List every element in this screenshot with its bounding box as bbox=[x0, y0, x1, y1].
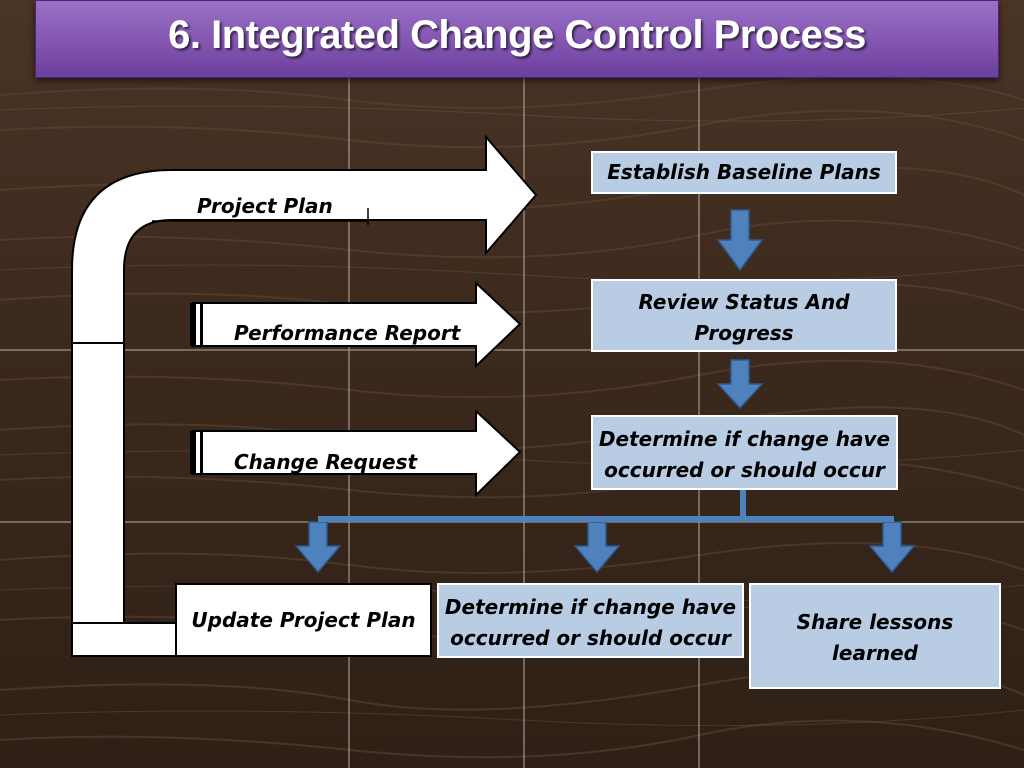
determine-change-box: Determine if change have occurred or sho… bbox=[591, 415, 898, 490]
update-project-plan-text: Update Project Plan bbox=[191, 608, 416, 632]
determine-change-line2: occurred or should occur bbox=[604, 457, 885, 482]
share-lessons-box: Share lessons learned bbox=[749, 583, 1001, 689]
project-plan-pipe bbox=[71, 134, 538, 656]
slide-title: 6. Integrated Change Control Process bbox=[168, 13, 866, 57]
change-request-arrow bbox=[192, 408, 522, 498]
share-lessons-line2: learned bbox=[832, 641, 918, 665]
project-plan-label: Project Plan bbox=[197, 194, 333, 218]
review-status-box: Review Status And Progress bbox=[591, 279, 897, 352]
down-arrow-middle bbox=[573, 521, 621, 574]
review-status-line2: Progress bbox=[694, 320, 794, 345]
down-arrow-2 bbox=[716, 359, 764, 410]
determine-change-line1: Determine if change have bbox=[598, 426, 891, 451]
share-lessons-line1: Share lessons bbox=[796, 610, 954, 634]
determine-outcome-line2: occurred or should occur bbox=[450, 625, 731, 650]
down-arrow-1 bbox=[716, 209, 764, 272]
change-request-label: Change Request bbox=[234, 450, 418, 474]
down-arrow-right bbox=[868, 521, 916, 574]
establish-baseline-box: Establish Baseline Plans bbox=[591, 151, 897, 194]
performance-report-label: Performance Report bbox=[234, 321, 461, 345]
performance-report-arrow bbox=[192, 280, 522, 369]
title-bar: 6. Integrated Change Control Process bbox=[35, 0, 999, 78]
determine-change-outcome-box: Determine if change have occurred or sho… bbox=[437, 583, 744, 658]
down-arrow-left bbox=[294, 521, 342, 574]
establish-baseline-text: Establish Baseline Plans bbox=[607, 160, 881, 184]
update-project-plan-box: Update Project Plan bbox=[175, 583, 432, 657]
review-status-line1: Review Status And bbox=[638, 289, 850, 314]
determine-outcome-line1: Determine if change have bbox=[444, 594, 737, 619]
